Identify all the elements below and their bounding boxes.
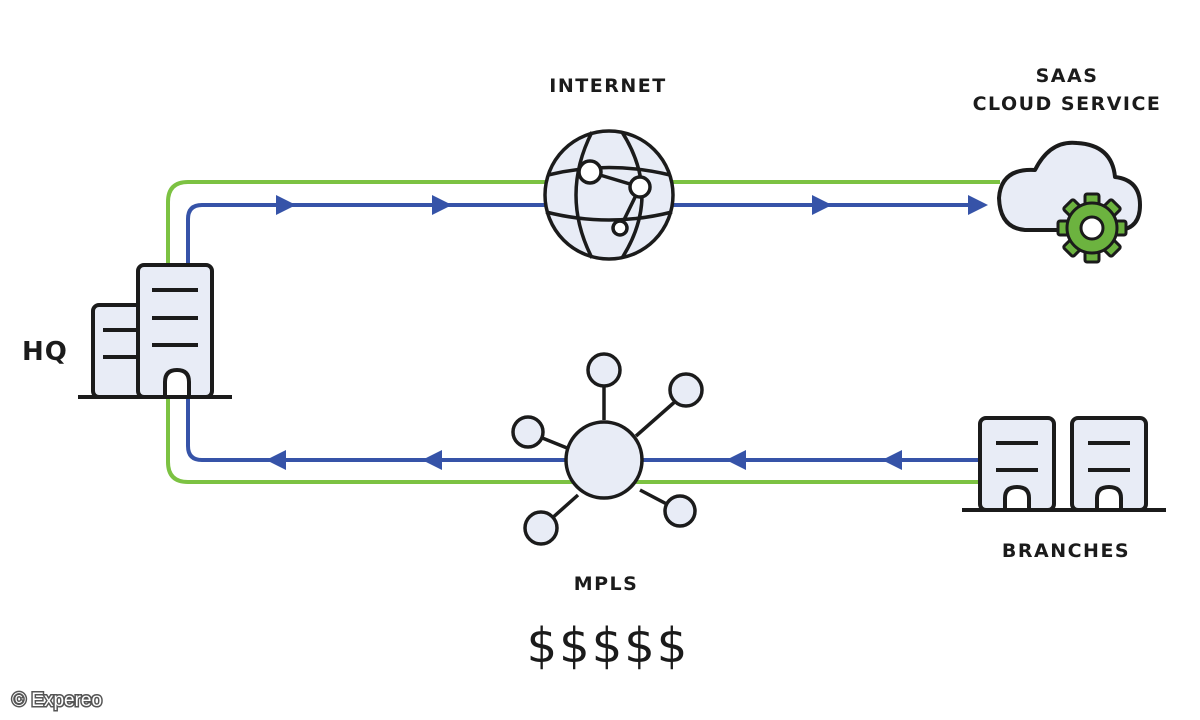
copyright: © Expereo xyxy=(12,690,102,711)
arrows-outbound xyxy=(276,195,988,215)
arrow-right xyxy=(432,195,452,215)
arrow-left xyxy=(726,450,746,470)
globe-icon xyxy=(543,129,675,261)
arrows-inbound xyxy=(266,450,902,470)
arrow-right xyxy=(812,195,832,215)
arrow-left xyxy=(882,450,902,470)
label-cloud-service: CLOUD SERVICE xyxy=(973,93,1162,115)
arrow-right xyxy=(968,195,988,215)
arrow-right xyxy=(276,195,296,215)
hub-network-icon xyxy=(511,352,704,546)
building-icon xyxy=(78,263,232,399)
label-branches: BRANCHES xyxy=(1002,540,1130,562)
arrow-left xyxy=(266,450,286,470)
label-internet: INTERNET xyxy=(549,75,666,97)
branch-building-icon xyxy=(962,416,1166,512)
label-hq: HQ xyxy=(22,337,68,367)
label-mpls-cost: $$$$$ xyxy=(527,618,690,674)
arrow-left xyxy=(422,450,442,470)
label-saas: SAAS xyxy=(1036,65,1099,87)
label-mpls: MPLS xyxy=(574,573,639,595)
cloud-gear-icon xyxy=(997,140,1142,264)
